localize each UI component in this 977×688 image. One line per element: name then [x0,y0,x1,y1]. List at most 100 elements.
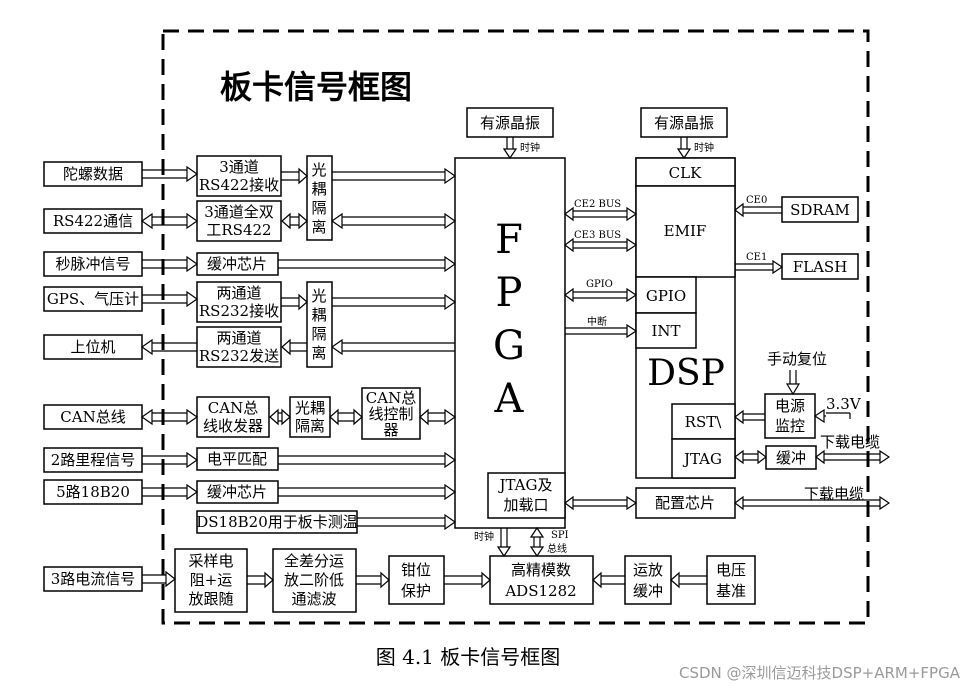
svg-text:配置芯片: 配置芯片 [655,494,715,512]
manual-reset-label: 手动复位 [767,350,827,368]
lowpass-filter: 全差分运 放二阶低 通滤波 [272,548,357,613]
svg-text:电源: 电源 [775,397,805,415]
dsp-gpio: GPIO [646,287,686,305]
dsp-int: INT [651,322,680,340]
dsp-label: DSP [647,353,725,394]
svg-text:工RS422: 工RS422 [206,221,271,239]
buffer-chip-1: 缓冲芯片 [196,252,279,276]
svg-text:光: 光 [311,161,326,179]
input-pps: 秒脉冲信号 [43,251,143,277]
svg-text:3通道全双: 3通道全双 [204,203,274,221]
svg-text:光耦: 光耦 [295,399,325,417]
svg-text:监控: 监控 [775,417,805,435]
download-cable-2: 下载电缆 [804,485,864,503]
diagram-title: 板卡信号框图 [220,68,412,106]
svg-text:RS232发送: RS232发送 [199,347,279,365]
svg-text:CAN总线: CAN总线 [60,408,125,426]
input-can: CAN总线 [43,404,143,430]
svg-text:隔: 隔 [311,325,326,343]
svg-text:保护: 保护 [401,582,431,600]
input-rs422: RS422通信 [43,208,143,234]
input-gyro: 陀螺数据 [43,161,143,187]
dsp-jtag: JTAG [682,450,722,468]
clamp-protection: 钳位 保护 [388,555,445,605]
input-host: 上位机 [43,334,143,360]
voltage-reference: 电压 基准 [706,555,756,605]
level-matching: 电平匹配 [196,447,279,471]
input-gps: GPS、气压计 [43,286,143,312]
svg-text:上位机: 上位机 [70,338,115,356]
flash: FLASH [781,253,859,280]
ce0-label: CE0 [746,195,767,206]
download-cable-1: 下载电缆 [820,433,880,451]
rs422-full-duplex: 3通道全双 工RS422 [196,200,282,242]
svg-text:光: 光 [311,287,326,305]
fpga-block: F P G A [454,157,566,529]
svg-text:缓冲: 缓冲 [633,582,663,600]
svg-text:器: 器 [383,421,398,439]
svg-text:G: G [493,323,525,369]
svg-text:RS422通信: RS422通信 [53,212,133,230]
power-monitor: 电源 监控 [764,393,816,439]
dsp-emif: EMIF [664,222,707,240]
svg-text:FLASH: FLASH [793,258,848,276]
svg-text:3通道: 3通道 [219,158,259,176]
svg-text:隔离: 隔离 [295,417,325,435]
svg-text:放二阶低: 放二阶低 [284,571,344,589]
svg-text:缓冲芯片: 缓冲芯片 [207,483,267,501]
rs422-receiver: 3通道 RS422接收 [196,155,282,197]
svg-text:有源晶振: 有源晶振 [480,114,540,132]
svg-text:通滤波: 通滤波 [291,590,336,608]
buffer-chip-2: 缓冲芯片 [196,480,279,504]
svg-text:运放: 运放 [633,561,663,579]
sampling-resistor: 采样电 阻+运 放跟随 [174,548,248,613]
svg-text:2路里程信号: 2路里程信号 [51,451,136,469]
connectors [140,137,891,589]
svg-text:隔: 隔 [311,199,326,217]
dsp-oscillator: 有源晶振 [640,107,728,138]
gpio-signal-label: GPIO [586,279,613,290]
svg-text:F: F [495,217,523,263]
svg-text:线控制: 线控制 [368,405,413,423]
input-current: 3路电流信号 [43,566,143,592]
svg-text:钳位: 钳位 [401,561,431,579]
opto-isolator-3: 光耦 隔离 [289,396,331,438]
sdram: SDRAM [781,196,859,223]
svg-text:放跟随: 放跟随 [188,590,233,608]
svg-text:5路18B20: 5路18B20 [56,483,130,501]
svg-text:CAN总: CAN总 [208,399,258,417]
config-chip: 配置芯片 [635,487,736,519]
svg-text:高精模数: 高精模数 [511,561,571,579]
svg-text:RS232接收: RS232接收 [199,302,279,320]
fpga-jtag-port: JTAG及 加载口 [487,472,566,519]
dsp-block: CLK EMIF GPIO INT DSP RST\ JTAG [635,157,736,479]
rs232-receiver: 两通道 RS232接收 [196,281,282,323]
spi-label-2: 总线 [547,542,567,555]
opamp-buffer: 运放 缓冲 [624,555,672,605]
spi-label-1: SPI [551,530,569,541]
opto-isolator-1: 光 耦 隔 离 [306,155,333,241]
svg-text:全差分运: 全差分运 [284,552,344,570]
svg-text:GPS、气压计: GPS、气压计 [47,290,139,308]
input-18b20: 5路18B20 [43,479,143,505]
interrupt-signal-label: 中断 [587,315,607,328]
board-boundary [161,29,870,625]
right-buffer: 缓冲 [765,445,817,470]
input-odometer: 2路里程信号 [43,447,143,473]
svg-text:电压: 电压 [716,561,746,579]
svg-text:加载口: 加载口 [503,496,548,514]
ce2-bus-label: CE2 BUS [574,199,621,210]
svg-text:缓冲: 缓冲 [776,449,806,467]
svg-text:CAN总: CAN总 [366,389,416,407]
svg-text:线收发器: 线收发器 [203,417,263,435]
svg-text:A: A [494,376,525,422]
svg-text:ADS1282: ADS1282 [504,582,576,600]
can-controller: CAN总 线控制 器 [361,387,421,440]
svg-text:RS422接收: RS422接收 [199,176,279,194]
svg-text:采样电: 采样电 [188,552,233,570]
figure-caption: 图 4.1 板卡信号框图 [376,645,561,669]
ds18b20-sensor: DS18B20用于板卡测温 [196,510,358,534]
svg-text:SDRAM: SDRAM [790,201,850,219]
can-transceiver: CAN总 线收发器 [196,396,270,438]
